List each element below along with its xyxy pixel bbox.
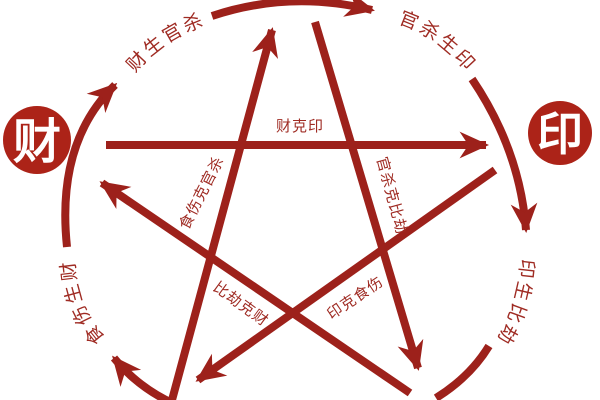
arc-label-seal-generates-peer: 印生比劫 xyxy=(492,258,538,350)
arc-officer-generates-seal xyxy=(468,76,538,234)
line-officer-overcomes-peer xyxy=(311,20,424,371)
seal-node-label: 印 xyxy=(537,107,583,161)
seal-node: 印 xyxy=(528,101,592,165)
arc-wealth-generates-officer xyxy=(210,0,375,20)
arc-label-officer-generates-seal: 官杀生印 xyxy=(396,7,481,77)
wealth-node-label: 财 xyxy=(13,114,61,170)
wealth-node-circle xyxy=(3,106,71,174)
arc-seal-generates-peer xyxy=(433,343,493,400)
arc-label-output-generates-wealth: 食伤生财 xyxy=(57,258,109,349)
line-output-overcomes-officer xyxy=(168,27,279,400)
wealth-node: 财 xyxy=(3,106,71,174)
line-label-peer-overcomes-wealth: 比劫克财 xyxy=(210,278,272,330)
arc-peer-generates-output xyxy=(110,355,176,400)
line-seal-overcomes-output xyxy=(195,166,498,384)
seal-node-circle xyxy=(528,101,592,165)
line-label-wealth-overcomes-seal: 财克印 xyxy=(276,117,324,135)
line-peer-overcomes-wealth xyxy=(99,179,413,397)
arc-output-generates-wealth xyxy=(61,82,118,248)
arc-label-wealth-generates-officer: 财生官杀 xyxy=(122,9,208,77)
